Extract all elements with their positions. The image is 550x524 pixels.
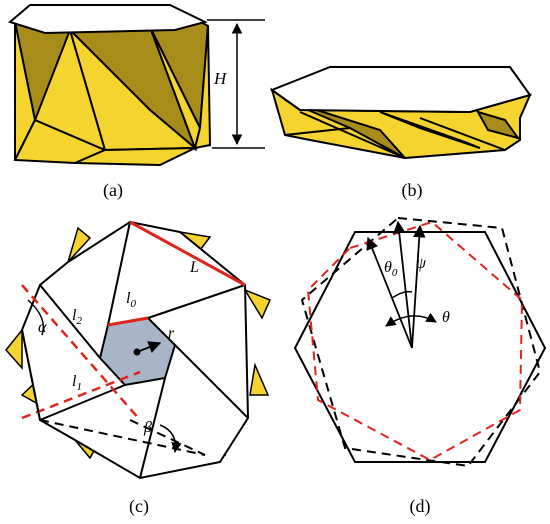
panel-d-arc-theta <box>385 312 437 327</box>
panel-d-label-theta: θ <box>442 309 450 326</box>
panel-c-gold-petal-3 <box>243 288 272 320</box>
panel-c-fold-6 <box>39 284 101 359</box>
panel-b-crease-1 <box>299 111 406 159</box>
panel-d-caption: (d) <box>410 496 431 517</box>
panel-b-top-hexagon <box>269 66 532 114</box>
panel-a-caption: (a) <box>103 180 123 201</box>
panel-c-fold-2 <box>147 284 246 319</box>
panel-d-ray-psi-2 <box>411 224 426 349</box>
panel-c-gold-petal-4 <box>249 362 270 396</box>
panel-c-black-dash-2 <box>21 329 41 421</box>
panel-d-arc-theta0 <box>391 290 413 299</box>
panel-a-gold-face-7 <box>193 25 212 150</box>
panel-d-ray-theta0 <box>366 236 413 349</box>
panel-c-label-l2: l2 <box>72 307 82 327</box>
panel-c-label-beta: β <box>143 419 152 436</box>
panel-d-hexagon-dashed-black <box>300 216 542 468</box>
panel-c-alpha-arc <box>27 299 45 336</box>
panel-c-label-l1: l1 <box>72 373 82 393</box>
panel-c-caption: (c) <box>129 496 149 517</box>
panel-d-hexagon-dashed-red <box>306 220 524 462</box>
panel-b-caption: (b) <box>402 180 423 201</box>
panel-d-hexagon-solid <box>293 231 547 463</box>
panel-c-fold-1 <box>107 221 131 326</box>
panel-c-fold-3 <box>174 344 249 419</box>
panel-c-red-dash-l1 <box>21 370 141 420</box>
panel-d: θ0 ψ θ (d) <box>293 216 547 517</box>
panel-d-ray-psi-1 <box>392 220 413 349</box>
panel-c-fold-5 <box>39 384 126 421</box>
panel-a-height-label: H <box>213 69 228 88</box>
panel-c-gold-petal-8 <box>5 327 23 370</box>
panel-c-red-edge-L <box>129 220 246 287</box>
panel-b-crease-2 <box>419 117 506 151</box>
panel-c-label-l0: l0 <box>126 290 136 310</box>
panel-d-label-theta0: θ0 <box>384 259 398 279</box>
panel-b-dark-face-2 <box>379 111 481 149</box>
panel-c-label-L: L <box>189 259 199 276</box>
panel-b: (b) <box>269 66 532 201</box>
panel-a-gold-face-5 <box>74 147 196 167</box>
panel-c: L l0 l2 l1 r α β (c) <box>5 220 272 517</box>
panel-c-gold-petal-1 <box>67 226 92 263</box>
panel-b-crease-3 <box>284 127 351 136</box>
panel-c-beta-arc <box>159 424 182 454</box>
panel-c-radius-arrow <box>136 341 162 353</box>
panel-c-red-edge-l0 <box>107 316 149 327</box>
panel-a: H (a) <box>7 4 265 201</box>
panel-c-label-alpha: α <box>38 319 47 336</box>
panel-c-label-r: r <box>168 325 175 342</box>
panel-a-top-hexagon <box>7 4 208 35</box>
panel-c-fold-4 <box>139 377 166 479</box>
panel-c-black-dash-3 <box>129 419 206 456</box>
panel-d-label-psi: ψ <box>416 255 427 272</box>
panel-b-dark-face-3 <box>475 110 521 140</box>
